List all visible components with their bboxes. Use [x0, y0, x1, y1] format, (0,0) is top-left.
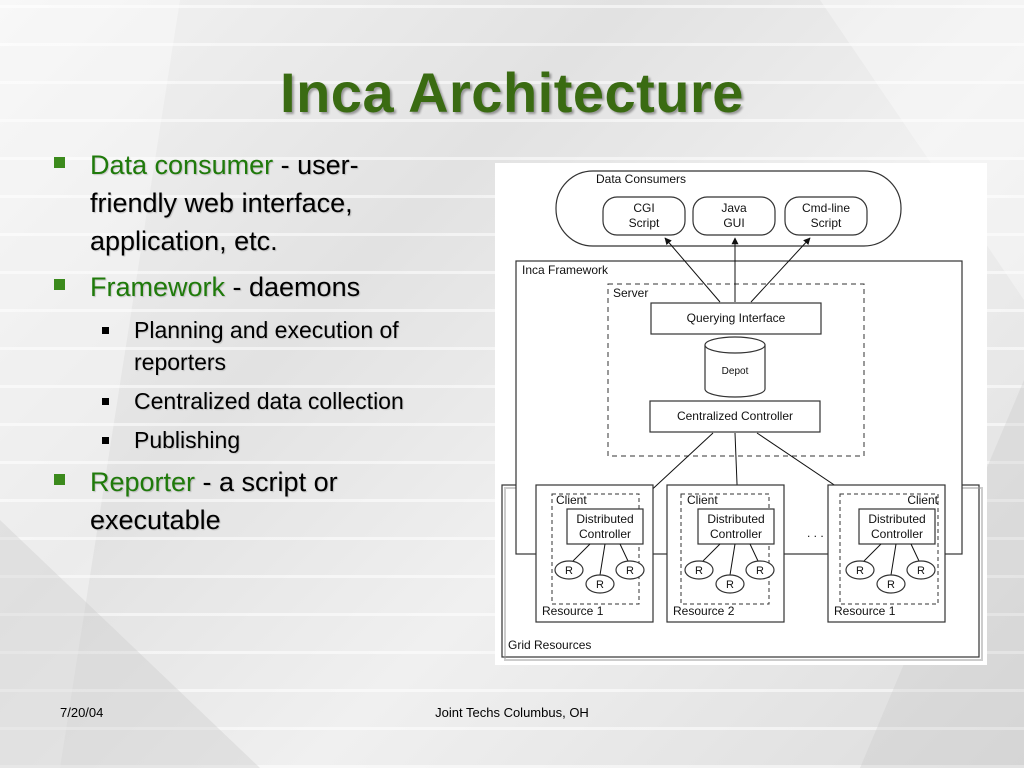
node-label: R	[887, 579, 895, 591]
sub-bullet-square-icon	[102, 398, 109, 405]
bullet-term: Reporter	[90, 467, 196, 497]
bullet-data-consumer: Data consumer - user- friendly web inter…	[52, 146, 492, 260]
arrow	[750, 237, 811, 303]
node-label: Java	[721, 201, 747, 215]
depot-label: Depot	[722, 366, 749, 377]
bullet-reporter: Reporter - a script or executable	[52, 463, 492, 539]
inca-framework-label: Inca Framework	[522, 263, 609, 277]
node-label: R	[756, 565, 764, 577]
sub-bullet-square-icon	[102, 437, 109, 444]
reporter-node	[715, 574, 745, 594]
ellipsis: . . .	[807, 526, 824, 540]
node-label: Script	[811, 216, 842, 230]
reporter-node	[684, 560, 714, 580]
reporter-node	[585, 574, 615, 594]
bullet-term: Framework	[90, 272, 226, 302]
bullet-text: - user-	[273, 150, 359, 180]
reporter-node	[906, 560, 936, 580]
node-label: Distributed	[576, 512, 633, 526]
querying-interface-label: Querying Interface	[687, 311, 786, 325]
reporter-node	[876, 574, 906, 594]
footer-date: 7/20/04	[60, 705, 104, 720]
cgi-script-node	[602, 196, 686, 236]
centralized-controller-label: Centralized Controller	[677, 409, 793, 423]
distributed-controller-node	[566, 508, 644, 545]
arrow	[664, 237, 721, 303]
cmd-line-script-node	[784, 196, 868, 236]
grid-resources-label: Grid Resources	[508, 638, 591, 652]
sub-bullet-text: Centralized data collection	[134, 388, 404, 414]
bullet-text: - a script or	[195, 467, 338, 497]
bullet-term: Data consumer	[90, 150, 274, 180]
sub-bullet: Publishing	[52, 424, 492, 456]
bullet-text: - daemons	[225, 272, 361, 302]
bullet-text: executable	[90, 505, 221, 535]
sub-bullet: Planning and execution of reporters	[52, 314, 492, 378]
node-label: R	[596, 579, 604, 591]
bullet-text: application, etc.	[90, 226, 278, 256]
node-label: Cmd-line	[802, 201, 850, 215]
node-label: CGI	[633, 201, 654, 215]
resource-label: Resource 1	[542, 604, 604, 618]
bullet-square-icon	[54, 279, 65, 290]
architecture-diagram: Grid Resources Inca Framework Data Consu…	[501, 170, 983, 661]
slide-title: Inca Architecture	[280, 61, 744, 124]
java-gui-node	[692, 196, 776, 236]
node-label: R	[565, 565, 573, 577]
distributed-controller-node	[697, 508, 775, 545]
reporter-node	[845, 560, 875, 580]
node-label: Controller	[871, 527, 923, 541]
node-label: R	[856, 565, 864, 577]
node-label: Script	[629, 216, 660, 230]
sub-bullet-square-icon	[102, 327, 109, 334]
resource-group-1: Client Distributed Controller R R R Reso…	[535, 484, 654, 623]
centralized-controller-node	[649, 400, 821, 433]
client-label: Client	[907, 493, 938, 507]
querying-interface-node	[650, 302, 822, 335]
node-label: R	[726, 579, 734, 591]
depot-database-icon	[704, 336, 766, 398]
server-label: Server	[613, 286, 648, 300]
reporter-node	[615, 560, 645, 580]
node-label: R	[695, 565, 703, 577]
bullet-list: Data consumer - user- friendly web inter…	[52, 146, 492, 547]
bullet-square-icon	[54, 474, 65, 485]
node-label: R	[917, 565, 925, 577]
client-label: Client	[556, 493, 587, 507]
footer-center-text: Joint Techs Columbus, OH	[435, 705, 589, 720]
client-label: Client	[687, 493, 718, 507]
node-label: GUI	[723, 216, 744, 230]
sub-bullet-text: Publishing	[134, 427, 241, 453]
bullet-framework: Framework - daemons	[52, 268, 492, 306]
reporter-node	[554, 560, 584, 580]
distributed-controller-node	[858, 508, 936, 545]
node-label: Distributed	[707, 512, 764, 526]
sub-bullet-text: Planning and execution of reporters	[134, 317, 399, 375]
server-box	[607, 283, 865, 457]
sub-bullet: Centralized data collection	[52, 385, 492, 417]
bullet-text: friendly web interface,	[90, 188, 353, 218]
resource-label: Resource 2	[673, 604, 735, 618]
resource-label: Resource 1	[834, 604, 896, 618]
node-label: R	[626, 565, 634, 577]
node-label: Distributed	[868, 512, 925, 526]
reporter-node	[745, 560, 775, 580]
resource-group-2: Client Distributed Controller R R R Reso…	[666, 484, 785, 623]
node-label: Controller	[579, 527, 631, 541]
resource-group-3: Client Distributed Controller R R R Reso…	[827, 484, 946, 623]
node-label: Controller	[710, 527, 762, 541]
data-consumers-label: Data Consumers	[596, 172, 686, 186]
bullet-square-icon	[54, 157, 65, 168]
